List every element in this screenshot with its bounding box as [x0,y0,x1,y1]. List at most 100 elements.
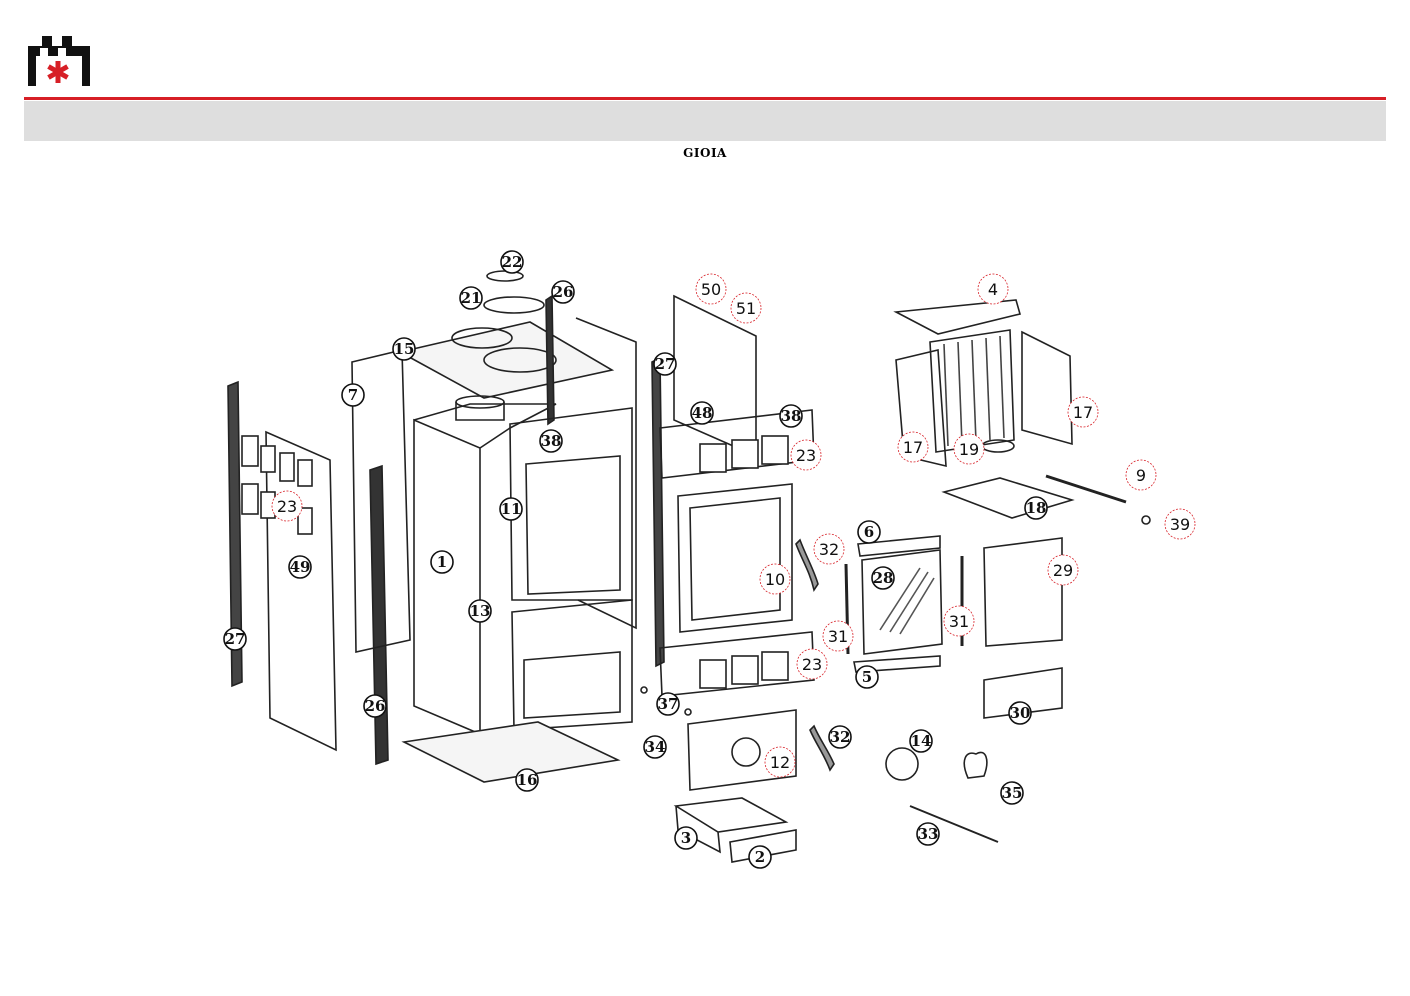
callout-circle [468,599,492,623]
callout-circle [857,520,881,544]
callout-26: 26 [363,694,387,718]
header-red-rule [24,97,1386,100]
part-7-back-panel [351,348,411,653]
part-18-grate-base [941,477,1075,519]
callout-circle [764,746,796,778]
callout-number: 39 [1170,515,1190,534]
callout-32: 32 [813,533,845,565]
callout-number: 48 [692,404,713,422]
callout-23: 23 [790,439,822,471]
callout-51: 51 [730,292,762,324]
callout-circle [392,337,416,361]
callout-3: 3 [674,826,698,850]
callout-number: 22 [502,253,523,271]
callout-number: 23 [277,497,297,516]
part-29-gasket-frame [983,537,1063,647]
callout-circle [813,533,845,565]
callout-number: 19 [959,440,979,459]
callout-number: 7 [348,386,358,404]
callout-38: 38 [779,404,803,428]
part-15-top-plate [397,321,615,399]
callout-number: 38 [781,407,802,425]
callout-32: 32 [828,725,852,749]
callout-number: 34 [645,738,666,756]
callout-circle [539,429,563,453]
callout-number: 21 [461,289,482,307]
callout-6: 6 [857,520,881,544]
callout-17: 17 [1067,396,1099,428]
callout-circle [695,273,727,305]
callout-circle [730,292,762,324]
callout-circle [897,431,929,463]
callout-circle [1024,496,1048,520]
callout-circle [796,648,828,680]
callout-circle [341,383,365,407]
callout-number: 14 [911,732,932,750]
callout-4: 4 [977,273,1009,305]
callout-14: 14 [909,729,933,753]
part-13-lower-frame [511,599,633,731]
part-2-drawer-front [729,829,797,863]
callout-circle [656,692,680,716]
callout-circle [690,401,714,425]
part-28-glass [861,549,943,655]
callout-circle [430,550,454,574]
callout-2: 2 [748,845,772,869]
callout-circle [500,250,524,274]
callout-circle [909,729,933,753]
part-21-collar [483,296,545,314]
callout-number: 28 [873,569,894,587]
callout-number: 12 [770,753,790,772]
callout-number: 4 [988,280,998,299]
callout-number: 30 [1010,704,1031,722]
callout-38: 38 [539,429,563,453]
part-4-top-liner [893,299,1021,335]
callout-number: 31 [949,612,969,631]
callout-number: 38 [541,432,562,450]
callout-number: 31 [828,627,848,646]
part-3-drawer [673,797,789,854]
part-30-gasket-frame [983,667,1063,719]
callout-circle [223,627,247,651]
callout-number: 27 [655,355,676,373]
callout-34: 34 [643,735,667,759]
callout-circle [653,352,677,376]
callout-number: 49 [290,558,311,576]
callout-21: 21 [459,286,483,310]
callout-number: 3 [681,829,691,847]
callout-number: 33 [918,825,939,843]
callout-circle [759,563,791,595]
callout-29: 29 [1047,554,1079,586]
header-grey-band [24,101,1386,141]
callout-number: 23 [802,655,822,674]
callout-number: 26 [553,283,574,301]
callout-circle [953,433,985,465]
part-17-side-liner-left [895,349,947,468]
callout-circle [748,845,772,869]
callout-27: 27 [223,627,247,651]
part-49-side-panel [265,430,337,752]
callout-circle [1008,701,1032,725]
part-12-ash-door [687,709,797,791]
callout-circle [515,768,539,792]
callout-circle [871,566,895,590]
callout-23: 23 [271,490,303,522]
callout-number: 15 [394,340,415,358]
part-17-side-liner-right [1021,330,1073,446]
callout-49: 49 [288,555,312,579]
callout-circle [1164,508,1196,540]
callout-number: 37 [658,695,679,713]
callout-number: 27 [225,630,246,648]
model-title: GIOIA [683,146,727,160]
callout-number: 9 [1136,466,1146,485]
callout-number: 26 [365,697,386,715]
callout-30: 30 [1008,701,1032,725]
callout-50: 50 [695,273,727,305]
callout-31: 31 [822,620,854,652]
callout-22: 22 [500,250,524,274]
callout-37: 37 [656,692,680,716]
callout-number: 32 [819,540,839,559]
callout-27: 27 [653,352,677,376]
callout-circle [1125,459,1157,491]
